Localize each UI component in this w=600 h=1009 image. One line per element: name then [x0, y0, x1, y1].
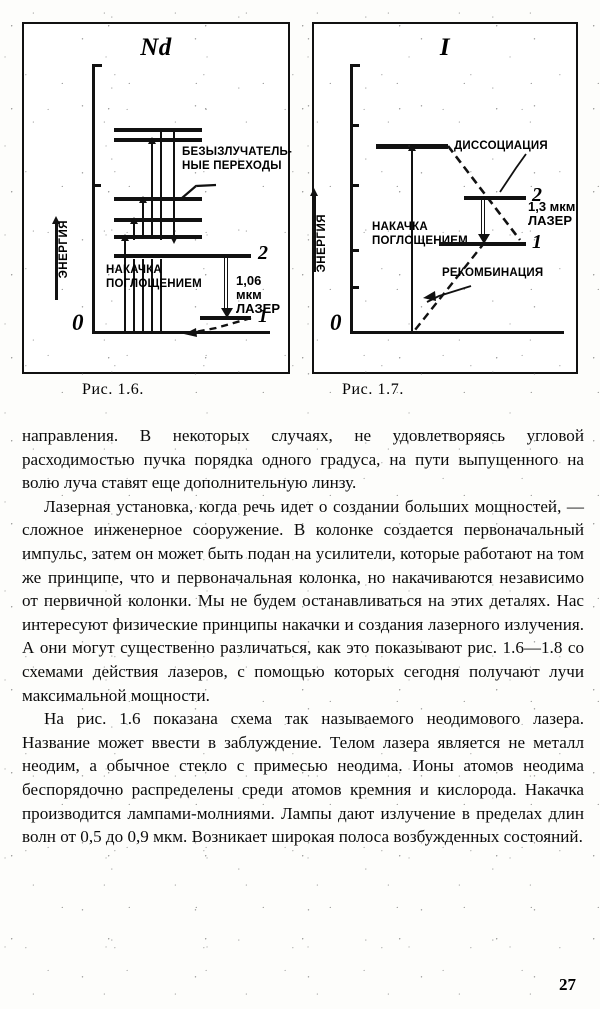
laser-transition-arrow-left: [221, 258, 233, 318]
figure-panel-nd: Nd ЭНЕРГИЯ 0 2 1 БЕЗЫЗЛУЧ: [22, 22, 292, 374]
band-level-b: [114, 138, 202, 142]
level-2-line-right: [464, 196, 526, 200]
energy-axis-tick-right-3: [350, 249, 359, 252]
energy-axis-tick-right-1: [350, 124, 359, 127]
paragraph-1: направления. В некоторых случаях, не удо…: [22, 426, 584, 493]
energy-axis-tick-right-2: [350, 184, 359, 187]
level-2-label-left: 2: [258, 242, 268, 264]
pump-arrow-1: [121, 234, 129, 259]
figure-title-iodine: I: [439, 34, 451, 61]
energy-axis-label-right: ЭНЕРГИЯ: [316, 214, 328, 273]
origin-label-right: 0: [330, 310, 342, 335]
energy-axis-line-right: [350, 64, 353, 334]
body-text: направления. В некоторых случаях, не удо…: [22, 424, 584, 849]
nonradiative-leader-line: [181, 183, 217, 199]
recombination-leader-line: [423, 285, 472, 303]
pump-absorption-label-left: НАКАЧКА ПОГЛОЩЕНИЕМ: [106, 264, 202, 290]
pump-arrow-2: [130, 217, 138, 240]
band-level-d: [114, 218, 202, 222]
figure-title-nd: Nd: [140, 34, 172, 61]
paragraph-2: Лазерная установка, когда речь идет о со…: [22, 496, 584, 705]
paragraph-3: На рис. 1.6 показана схема так называемо…: [22, 709, 584, 847]
figures-block: Nd ЭНЕРГИЯ 0 2 1 БЕЗЫЗЛУЧ: [22, 22, 578, 374]
band-level-a: [114, 128, 202, 132]
figure-caption-right: Рис. 1.7.: [342, 381, 404, 398]
energy-axis-cap-left: [92, 64, 102, 67]
energy-axis-tick-right-4: [350, 286, 359, 289]
energy-axis-label-left: ЭНЕРГИЯ: [58, 220, 70, 279]
energy-axis-line-left: [92, 64, 95, 334]
origin-label-left: 0: [72, 310, 84, 335]
page-number: 27: [559, 975, 576, 994]
relaxation-dashed-left: [184, 316, 252, 337]
laser-wavelength-label-right: 1,3 мкм ЛАЗЕР: [528, 199, 576, 228]
laser-transition-arrow-right: [478, 200, 490, 244]
figure-panel-iodine: I ЭНЕРГИЯ 0 НАКАЧКА ПОГЛОЩЕНИЕМ ДИССОЦИА…: [310, 22, 578, 374]
pump-arrow-3: [139, 196, 147, 239]
level-2-line-left: [114, 254, 251, 258]
level-1-label-right: 1: [532, 231, 542, 253]
energy-axis-tick-left: [92, 184, 101, 187]
energy-axis-cap-right: [350, 64, 360, 67]
figure-caption-left: Рис. 1.6.: [82, 381, 144, 398]
